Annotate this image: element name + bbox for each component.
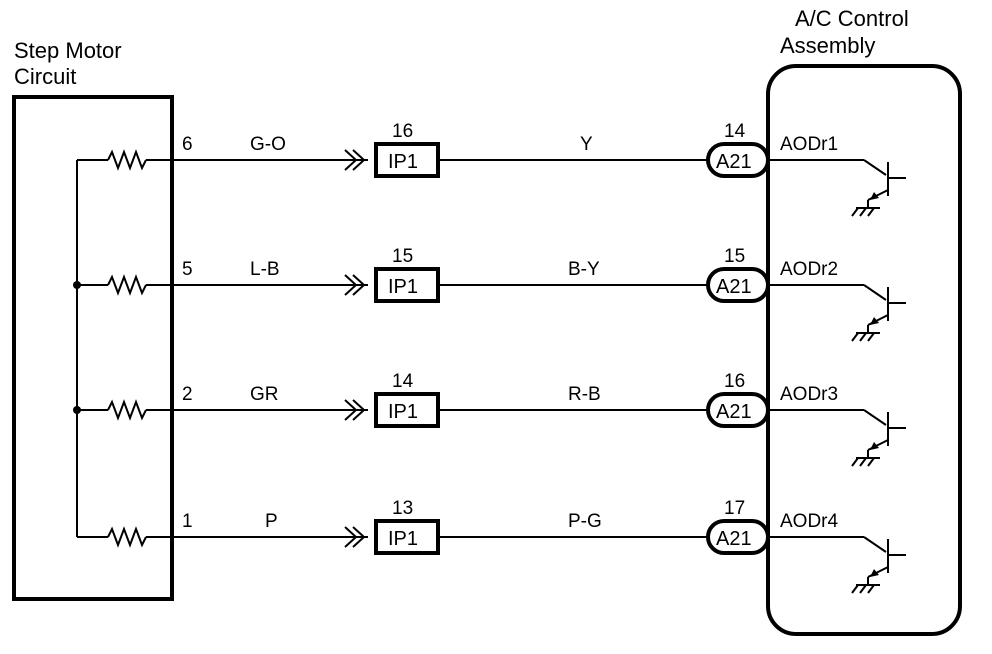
step-motor-block [12, 95, 174, 601]
transistor-icon [851, 284, 906, 342]
a-pin-number: 15 [724, 246, 745, 267]
transistor-icon [851, 159, 906, 217]
a-connector-label: A21 [716, 151, 752, 173]
connector-chevron-icon [344, 526, 358, 548]
ac-control-title-line1: A/C Control [795, 6, 909, 31]
circuit-row-3: 2 GR 14 IP1 R-B 16 A21 AODr3 [77, 371, 906, 467]
ip-connector-label: IP1 [388, 401, 418, 423]
pin-label: 1 [182, 511, 193, 532]
connector-chevron-icon [344, 149, 358, 171]
resistor-symbol [107, 149, 147, 171]
wire-color-left: G-O [250, 134, 286, 155]
circuit-row-1: 6 G-O 16 IP1 Y 14 A21 AODr1 [77, 121, 906, 217]
ip-pin-number: 16 [392, 121, 413, 142]
wire-color-right: B-Y [568, 259, 600, 280]
pin-label: 6 [182, 134, 193, 155]
ip-pin-number: 13 [392, 498, 413, 519]
a-pin-number: 17 [724, 498, 745, 519]
wire-color-right: Y [580, 134, 593, 155]
a-pin-number: 14 [724, 121, 746, 142]
resistor-symbol [107, 399, 147, 421]
ip-connector-label: IP1 [388, 151, 418, 173]
resistor-symbol [107, 274, 147, 296]
ac-control-title-line2: Assembly [780, 33, 875, 58]
step-motor-title-line2: Circuit [14, 64, 76, 89]
ip-pin-number: 14 [392, 371, 414, 392]
connector-chevron-icon [344, 399, 358, 421]
a-connector-label: A21 [716, 276, 752, 298]
transistor-icon [851, 536, 906, 594]
transistor-icon [851, 409, 906, 467]
circuit-row-4: 1 P 13 IP1 P-G 17 A21 AODr4 [77, 498, 906, 594]
a-pin-number: 16 [724, 371, 745, 392]
a-connector-label: A21 [716, 528, 752, 550]
resistor-symbol [107, 526, 147, 548]
ip-connector-label: IP1 [388, 276, 418, 298]
signal-label: AODr3 [780, 384, 838, 405]
step-motor-title-line1: Step Motor [14, 38, 122, 63]
signal-label: AODr2 [780, 259, 838, 280]
signal-label: AODr1 [780, 134, 838, 155]
ip-pin-number: 15 [392, 246, 413, 267]
pin-label: 5 [182, 259, 193, 280]
signal-label: AODr4 [780, 511, 839, 532]
circuit-row-2: 5 L-B 15 IP1 B-Y 15 A21 AODr2 [77, 246, 906, 342]
wire-color-right: P-G [568, 511, 602, 532]
wire-color-left: L-B [250, 259, 280, 280]
wire-color-left: GR [250, 384, 279, 405]
a-connector-label: A21 [716, 401, 752, 423]
pin-label: 2 [182, 384, 193, 405]
connector-chevron-icon [344, 274, 358, 296]
wire-color-left: P [265, 511, 278, 532]
ip-connector-label: IP1 [388, 528, 418, 550]
wire-color-right: R-B [568, 384, 601, 405]
ac-control-block [766, 64, 962, 636]
